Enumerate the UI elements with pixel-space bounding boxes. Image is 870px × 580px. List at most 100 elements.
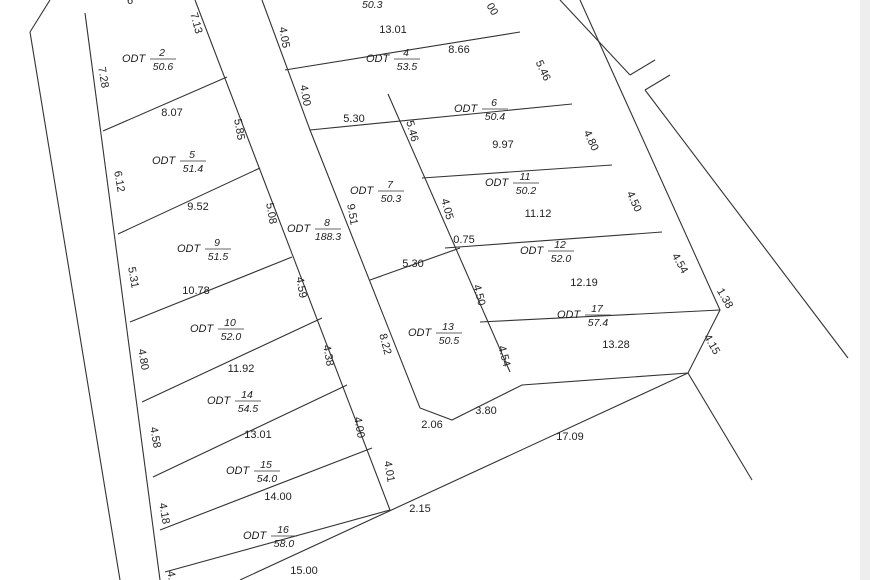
dimension-label: 4.01 [381, 460, 397, 483]
parcel-area: 53.5 [397, 61, 418, 73]
dimension-label: 15.00 [290, 565, 318, 577]
parcel-number: 12 [554, 239, 566, 251]
parcel-number: 10 [224, 317, 236, 329]
top-partial-area: 50.3 [362, 0, 383, 11]
parcel-area: 51.5 [208, 251, 229, 263]
dimension-label: 4.00 [297, 84, 313, 107]
dimension-label: 4.54 [669, 251, 690, 276]
parcel-area: 50.5 [439, 335, 460, 347]
parcel-area: 188.3 [315, 231, 341, 243]
dimension-label: 4.50 [624, 189, 644, 213]
parcel-7: ODT 7 50.3 [350, 179, 404, 205]
dimension-label: 0.75 [453, 234, 474, 246]
dimension-label: 5.46 [533, 58, 553, 82]
dimension-label: 9.51 [344, 203, 360, 226]
screen-frame-edge [860, 0, 870, 580]
parcel-area: 50.3 [381, 193, 402, 205]
dimension-label: 13.01 [379, 24, 407, 36]
dimension-label: 4.05 [438, 197, 455, 221]
parcel-code: ODT [226, 465, 251, 477]
parcel-number: 13 [442, 321, 454, 333]
dimension-label: 4.50 [470, 283, 487, 307]
parcel-number: 16 [277, 524, 289, 536]
dimension-label: 8.07 [161, 107, 182, 119]
dimension-label: 5.08 [263, 202, 279, 225]
dimension-label: 17.09 [556, 431, 584, 443]
dimension-label: 2.06 [421, 419, 442, 431]
dimension-label: 5.30 [402, 258, 423, 270]
dimension-label: 4.18 [156, 502, 172, 525]
dimension-label: 4.54 [495, 344, 512, 368]
dimension-label: 8.22 [376, 332, 393, 356]
dimension-label: 9.97 [492, 139, 513, 151]
dimension-label: 13.28 [602, 339, 630, 351]
dimension-label: 8.66 [448, 44, 469, 56]
dimension-label: 13.01 [244, 429, 272, 441]
parcel-code: ODT [243, 530, 268, 542]
parcel-area: 54.0 [257, 473, 278, 485]
parcel-number: 8 [324, 217, 330, 229]
dimension-label: 4.38 [320, 344, 336, 367]
parcel-area: 50.6 [153, 61, 174, 73]
parcel-code: ODT [122, 53, 147, 65]
dimension-label: 10.78 [182, 285, 210, 297]
parcel-13: ODT 13 50.5 [408, 321, 462, 347]
top-partial-parcel: 50.3 6 00 [127, 0, 500, 18]
dimension-label: 4.80 [135, 348, 151, 371]
dimension-label: 3.80 [475, 405, 496, 417]
parcel-number: 4 [403, 47, 409, 59]
dimension-label: 4.80 [581, 128, 601, 152]
top-dim-a: 6 [127, 0, 133, 7]
parcel-code: ODT [557, 309, 582, 321]
parcel-code: ODT [408, 327, 433, 339]
dimension-label: 5.30 [343, 113, 364, 125]
dimension-label: 4.59 [293, 276, 309, 299]
dimension-label: 5.46 [403, 119, 420, 143]
dimension-label: 7.28 [95, 66, 111, 89]
parcel-code: ODT [350, 185, 375, 197]
dimension-label: 6.12 [111, 170, 127, 193]
parcel-area: 58.0 [274, 538, 295, 550]
dimension-label: 2.15 [409, 503, 430, 515]
dimension-label: 5.31 [125, 266, 141, 289]
parcel-number: 5 [189, 149, 195, 161]
parcel-area: 50.2 [516, 185, 537, 197]
parcel-code: ODT [207, 395, 232, 407]
parcel-number: 7 [387, 179, 394, 191]
dimension-label: 12.19 [570, 277, 598, 289]
parcel-number: 9 [214, 237, 220, 249]
parcel-area: 54.5 [238, 403, 259, 415]
parcel-number: 2 [158, 47, 165, 59]
dimension-label: 4.00 [351, 416, 367, 439]
parcel-code: ODT [366, 53, 391, 65]
dimension-label: 4.58 [147, 426, 163, 449]
dimension-label: 7.13 [187, 11, 204, 35]
parcel-2: ODT 2 50.6 [122, 47, 176, 73]
dimension-label: 14.00 [264, 491, 292, 503]
dimension-label: 1.38 [714, 286, 735, 311]
parcel-area: 52.0 [221, 331, 242, 343]
parcel-4: ODT 4 53.5 [366, 47, 420, 73]
parcel-code: ODT [520, 245, 545, 257]
dimension-label: 4. [164, 570, 177, 580]
parcel-16: ODT 16 58.0 [243, 524, 297, 550]
dimension-label: 4.05 [276, 26, 292, 49]
parcel-area: 50.4 [485, 111, 506, 123]
dimension-label: 11.12 [525, 208, 552, 220]
dimension-label: 4.15 [701, 332, 722, 357]
parcel-number: 6 [491, 97, 497, 109]
boundary-lines [29, 0, 849, 580]
parcel-code: ODT [152, 155, 177, 167]
